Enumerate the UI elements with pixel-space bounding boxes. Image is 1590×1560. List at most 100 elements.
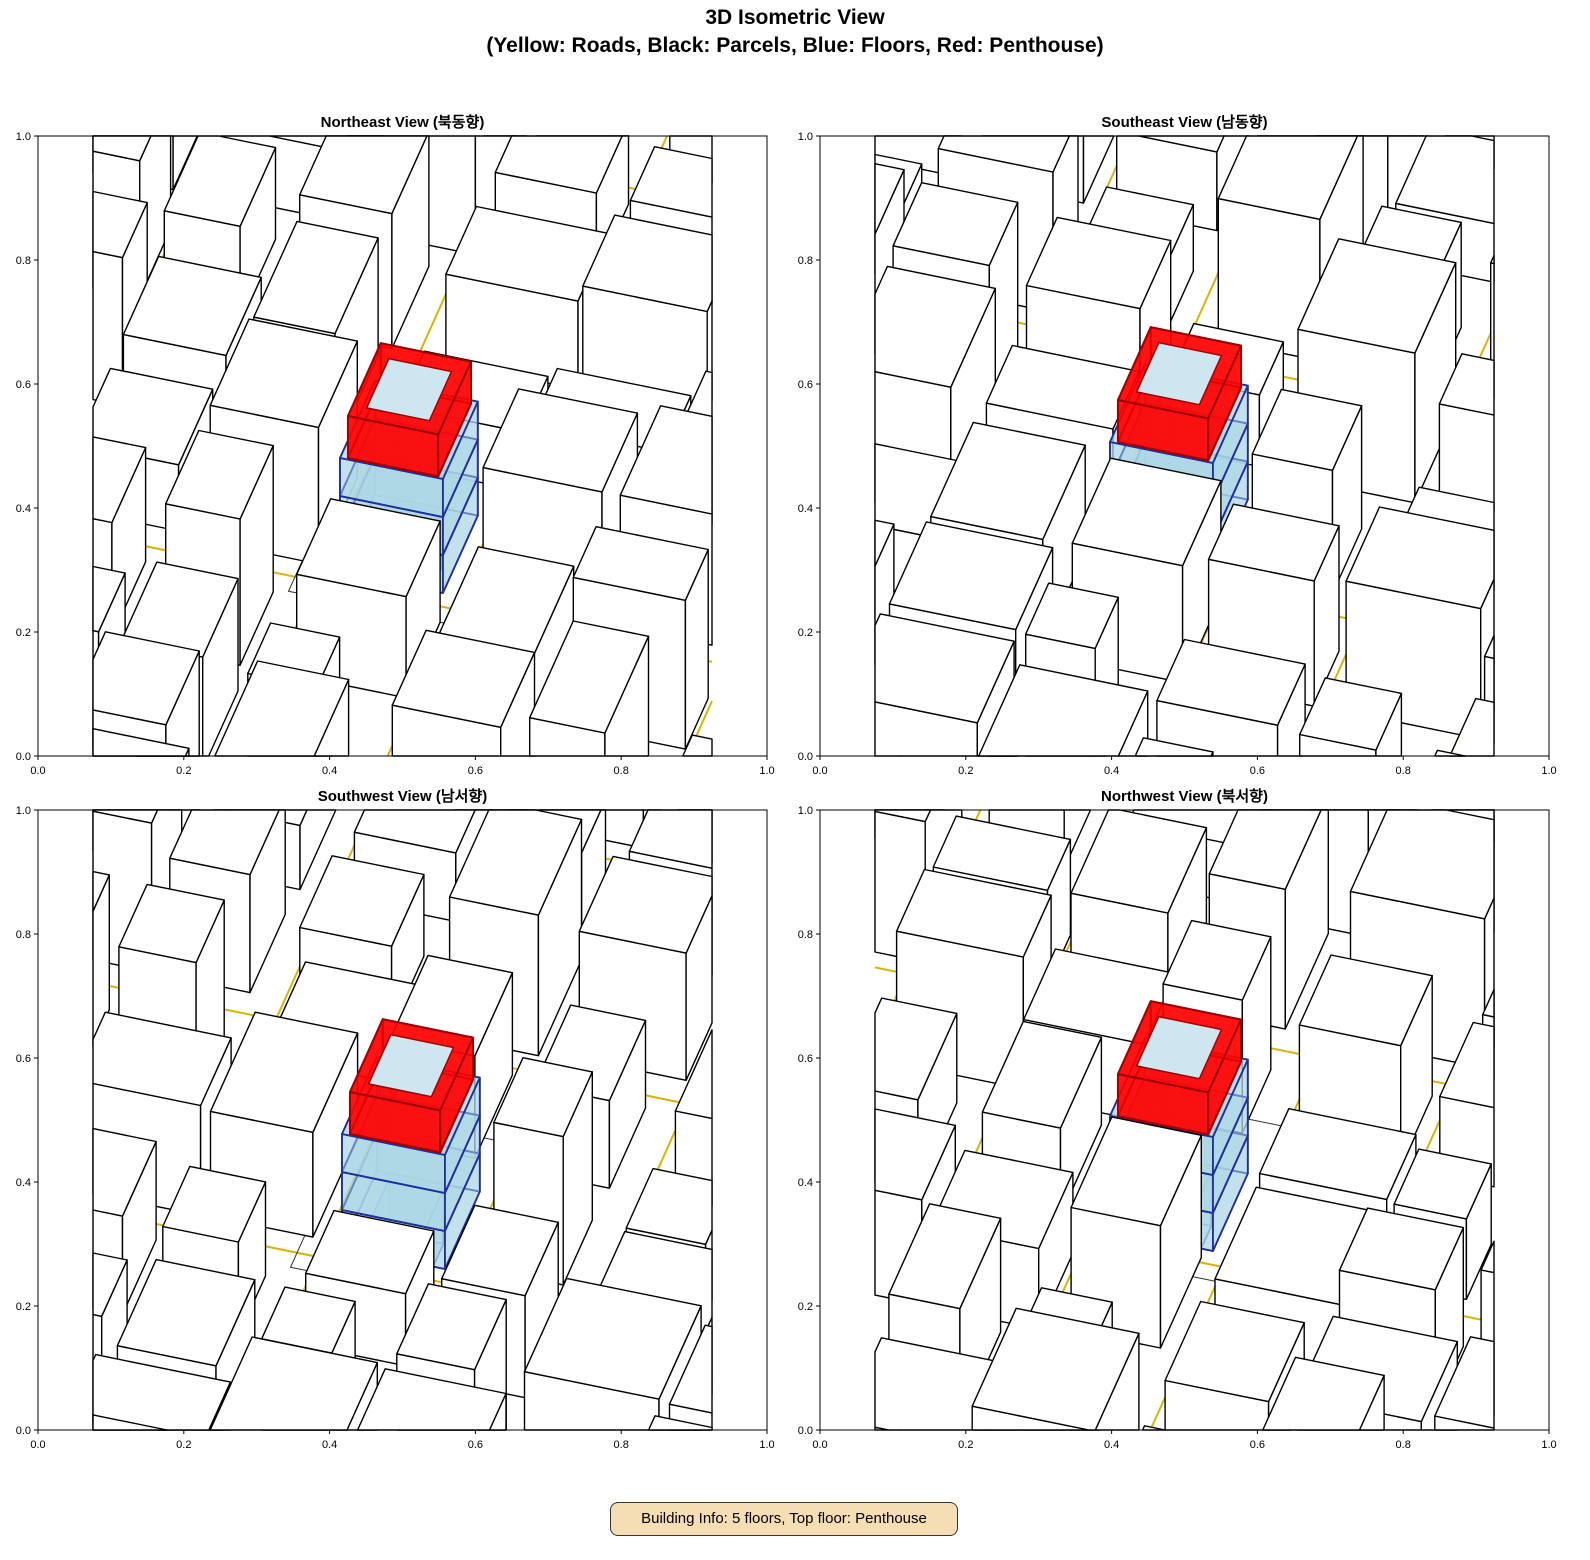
- y-tick-label: 0.6: [16, 1053, 31, 1065]
- building-top-face: [482, 388, 639, 493]
- y-tick-label: 1.0: [16, 131, 31, 143]
- x-tick-label: 0.4: [322, 765, 337, 777]
- x-tick-label: 0.2: [958, 765, 973, 777]
- building-top-face: [1207, 503, 1340, 582]
- building-top-face: [1439, 1021, 1495, 1109]
- y-tick-label: 0.8: [16, 929, 31, 941]
- building-top-face: [92, 436, 147, 524]
- buildings: [92, 809, 713, 1431]
- scene-3d: [92, 135, 713, 757]
- building-top-face: [1434, 1336, 1495, 1429]
- buildings: [874, 135, 1495, 757]
- x-tick-label: 1.0: [1541, 765, 1556, 777]
- x-tick-label: 0.0: [812, 1439, 827, 1451]
- x-tick-label: 0.0: [30, 765, 45, 777]
- building-top-face: [1258, 1108, 1417, 1201]
- penthouse-opening: [365, 357, 453, 422]
- building-top-face: [1490, 254, 1495, 265]
- x-tick-label: 1.0: [1541, 1439, 1556, 1451]
- building-top-face: [1438, 353, 1495, 416]
- building-top-face: [1482, 988, 1495, 1018]
- building-top-face: [1071, 457, 1222, 567]
- penthouse-opening: [1135, 341, 1223, 406]
- building-top-face: [674, 1029, 713, 1120]
- building: [977, 664, 1149, 757]
- y-tick-label: 0.0: [16, 751, 31, 763]
- building-top-face: [932, 815, 1072, 892]
- building-top-face: [1480, 1240, 1495, 1274]
- building-top-face: [118, 883, 225, 964]
- building: [529, 620, 650, 757]
- x-tick-label: 0.6: [468, 765, 483, 777]
- building-top-face: [874, 613, 1015, 724]
- axes-frame: [37, 809, 768, 1431]
- building-top-face: [619, 405, 713, 515]
- figure-title: 3D Isometric View: [705, 6, 885, 29]
- penthouse-opening: [1135, 1015, 1223, 1080]
- building-top-face: [1162, 919, 1272, 1001]
- y-tick-label: 0.0: [798, 1425, 813, 1437]
- x-tick-label: 0.8: [1396, 765, 1411, 777]
- building: [971, 1307, 1140, 1431]
- building-top-face: [888, 521, 1054, 631]
- x-tick-label: 0.6: [1250, 1439, 1265, 1451]
- axes-frame: [819, 809, 1550, 1431]
- building-top-face: [253, 220, 379, 335]
- building-top-face: [1025, 216, 1172, 310]
- building-top-face: [162, 1165, 267, 1243]
- panel-title-northeast: Northeast View (북동향): [320, 114, 485, 131]
- y-tick-label: 0.4: [798, 503, 813, 515]
- penthouse-opening: [367, 1033, 455, 1098]
- target-building: [339, 342, 479, 610]
- y-tick-label: 0.8: [798, 929, 813, 941]
- building-top-face: [668, 1324, 713, 1414]
- building-top-face: [874, 265, 997, 388]
- x-tick-label: 0.4: [1104, 1439, 1119, 1451]
- building-top-face: [629, 145, 713, 218]
- y-tick-label: 0.2: [16, 1301, 31, 1313]
- buildings: [874, 809, 1495, 1431]
- building-top-face: [523, 1277, 702, 1400]
- building-top-face: [582, 214, 713, 313]
- y-tick-label: 0.0: [798, 751, 813, 763]
- scene-3d: [874, 809, 1495, 1431]
- building: [578, 855, 713, 1081]
- building: [1262, 1356, 1385, 1431]
- y-tick-label: 0.6: [798, 379, 813, 391]
- building-top-face: [92, 1127, 157, 1217]
- building-top-face: [971, 1307, 1140, 1431]
- x-tick-label: 0.4: [1104, 765, 1119, 777]
- building-top-face: [874, 1108, 957, 1201]
- building-top-face: [122, 255, 262, 357]
- x-tick-label: 0.2: [176, 1439, 191, 1451]
- x-tick-label: 0.8: [614, 765, 629, 777]
- building: [92, 870, 111, 1047]
- building-top-face: [1483, 634, 1495, 659]
- x-tick-label: 0.8: [614, 1439, 629, 1451]
- x-tick-label: 0.4: [322, 1439, 337, 1451]
- building-top-face: [299, 855, 425, 947]
- x-tick-label: 0.2: [958, 1439, 973, 1451]
- x-tick-label: 1.0: [759, 1439, 774, 1451]
- building-top-face: [1156, 638, 1306, 726]
- panel-title-northwest: Northwest View (북서향): [1101, 788, 1268, 805]
- building: [1156, 638, 1306, 757]
- building-info-box: Building Info: 5 floors, Top floor: Pent…: [610, 1502, 958, 1536]
- building-top-face: [493, 1056, 593, 1138]
- x-tick-label: 0.8: [1396, 1439, 1411, 1451]
- scene-3d: [874, 135, 1495, 757]
- building-top-face: [209, 318, 358, 429]
- x-tick-label: 0.6: [1250, 765, 1265, 777]
- panel-title-southwest: Southwest View (남서향): [317, 788, 488, 805]
- building-top-face: [874, 997, 958, 1101]
- building-top-face: [529, 620, 650, 734]
- y-tick-label: 1.0: [798, 131, 813, 143]
- building-top-face: [92, 565, 126, 633]
- x-tick-label: 1.0: [759, 765, 774, 777]
- panel-title-southeast: Southeast View (남동향): [1101, 114, 1268, 131]
- building-top-face: [1338, 1207, 1464, 1291]
- building-top-face: [930, 421, 1086, 541]
